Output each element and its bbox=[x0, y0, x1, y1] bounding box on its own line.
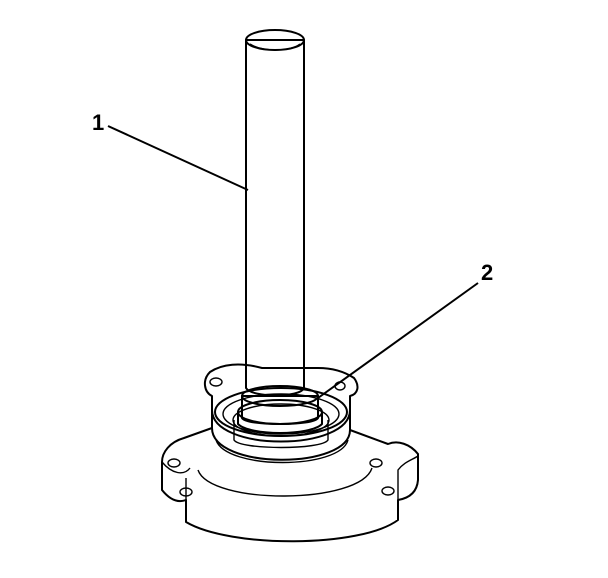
callout-2-label: 2 bbox=[481, 260, 493, 285]
installer-tool bbox=[241, 29, 319, 425]
callout-1-label: 1 bbox=[92, 110, 104, 135]
seal-ring bbox=[237, 399, 323, 434]
callout-2-leader bbox=[317, 282, 479, 399]
housing bbox=[161, 363, 419, 543]
callout-1-leader bbox=[107, 125, 249, 191]
